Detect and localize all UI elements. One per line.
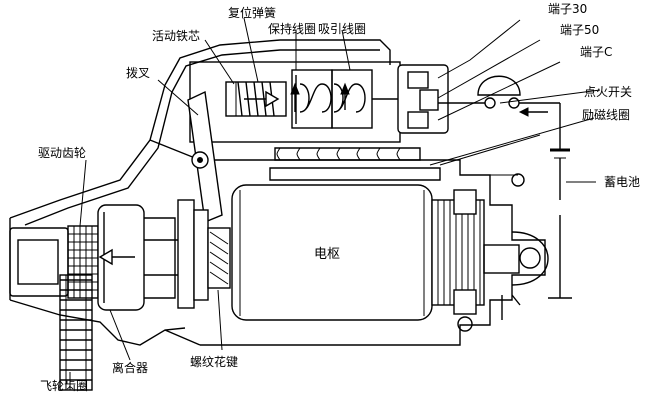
label-hold-coil: 保持线圈 — [268, 21, 316, 36]
label-ignition-switch: 点火开关 — [584, 85, 632, 99]
label-drive-pinion: 驱动齿轮 — [38, 146, 86, 160]
drive-pinion — [9, 225, 99, 299]
clutch-arrow-icon — [98, 248, 135, 266]
ignition-switch — [438, 75, 560, 109]
label-return-spring: 复位弹簧 — [228, 5, 276, 20]
pull-coil-arrow-icon — [340, 82, 350, 110]
label-armature: 电枢 — [314, 247, 340, 262]
label-clutch: 离合器 — [112, 360, 148, 375]
label-helical-spline: 螺纹花键 — [190, 354, 238, 369]
label-battery: 蓄电池 — [604, 175, 640, 189]
armature — [231, 184, 521, 332]
label-flywheel-ring-gear: 飞轮齿圈 — [40, 379, 88, 393]
label-plunger: 活动铁芯 — [152, 29, 200, 43]
label-pull-coil: 吸引线圈 — [318, 22, 366, 36]
label-terminal-50: 端子50 — [560, 23, 599, 37]
plunger-arrow-icon — [244, 90, 280, 108]
label-terminal-c: 端子C — [580, 45, 612, 59]
leader-lines — [69, 17, 601, 390]
label-field-coil: 励磁线圈 — [582, 107, 630, 122]
current-arrow-icon — [518, 107, 548, 117]
helical-spline — [207, 227, 231, 289]
hold-coil-arrow-icon — [290, 82, 300, 112]
shift-fork — [177, 90, 223, 309]
wiring — [437, 19, 561, 185]
contact-disc — [372, 64, 449, 134]
battery — [548, 103, 572, 299]
label-terminal-30: 端子30 — [548, 2, 587, 16]
label-shift-fork: 拨叉 — [126, 66, 150, 80]
field-coil — [269, 147, 525, 187]
pull-coil — [331, 69, 373, 129]
hold-coil — [291, 69, 333, 129]
flywheel-ring-gear — [59, 274, 93, 391]
